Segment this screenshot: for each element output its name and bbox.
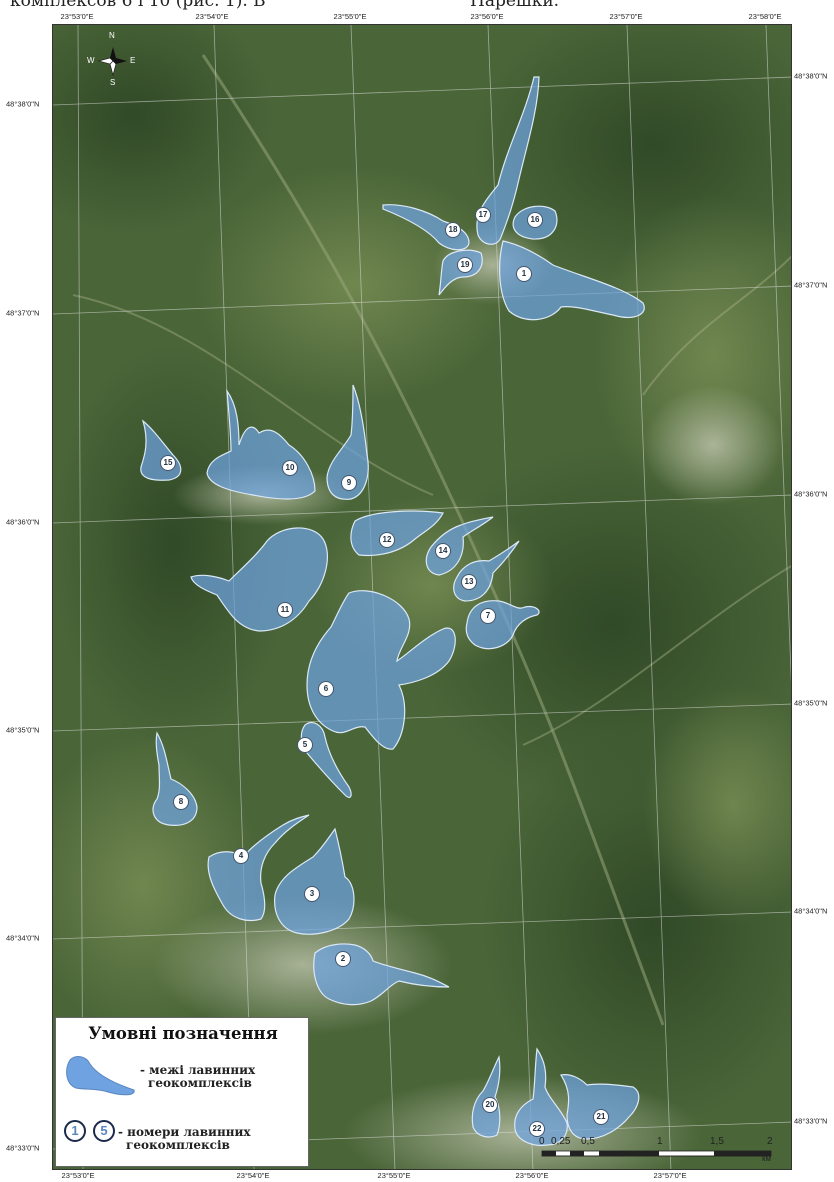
coord-left-label: 48°35'0"N	[6, 725, 40, 735]
legend-item-numbers-line1: - номери лавинних	[118, 1125, 251, 1139]
coord-top-label: 23°56'0"E	[470, 12, 504, 21]
avalanche-number-marker: 5	[297, 737, 313, 753]
compass-s: S	[110, 78, 116, 87]
avalanche-number-marker: 16	[527, 212, 543, 228]
avalanche-zone-20	[471, 1055, 501, 1138]
map-legend: Умовні позначення - межі лавинних геоком…	[55, 1017, 309, 1167]
avalanche-number-marker: 2	[335, 951, 351, 967]
avalanche-zone-12	[350, 510, 444, 557]
coord-left-label: 48°38'0"N	[6, 99, 40, 109]
coord-right-label: 48°33'0"N	[794, 1116, 828, 1126]
legend-item-bounds: - межі лавинних геокомплексів	[140, 1064, 255, 1090]
legend-item-numbers: - номери лавинних геокомплексів	[118, 1126, 251, 1152]
avalanche-number-marker: 9	[341, 475, 357, 491]
coord-left-label: 48°34'0"N	[6, 933, 40, 943]
avalanche-number-marker: 22	[529, 1121, 545, 1137]
legend-title: Умовні позначення	[88, 1024, 278, 1043]
legend-zone-swatch	[66, 1056, 135, 1096]
coord-bottom-label: 23°56'0"E	[515, 1171, 549, 1180]
avalanche-zone-9	[326, 384, 369, 500]
coord-top-label: 23°54'0"E	[195, 12, 229, 21]
legend-number-samples: 1 5	[64, 1120, 115, 1142]
scale-tick-label: 0,5	[581, 1136, 595, 1147]
scale-tick-label: 2	[767, 1136, 773, 1147]
legend-sample-5: 5	[93, 1120, 115, 1142]
coord-right-label: 48°35'0"N	[794, 698, 828, 708]
avalanche-zone-3	[274, 827, 355, 935]
avalanche-number-marker: 7	[480, 608, 496, 624]
coord-bottom-label: 23°57'0"E	[653, 1171, 687, 1180]
legend-sample-1: 1	[64, 1120, 86, 1142]
coord-bottom-label: 23°55'0"E	[377, 1171, 411, 1180]
coord-top-label: 23°57'0"E	[609, 12, 643, 21]
terrain-texture	[53, 25, 791, 1169]
avalanche-zone-21	[560, 1074, 640, 1140]
coord-top-label: 23°58'0"E	[748, 12, 782, 21]
caption-right: Нарешки.	[470, 0, 560, 11]
avalanche-zone-14	[425, 516, 494, 576]
coord-top-label: 23°55'0"E	[333, 12, 367, 21]
avalanche-number-marker: 14	[435, 543, 451, 559]
avalanche-number-marker: 8	[173, 794, 189, 810]
coord-right-label: 48°34'0"N	[794, 906, 828, 916]
scale-tick-label: 0,25	[551, 1136, 571, 1147]
avalanche-number-marker: 1	[516, 266, 532, 282]
compass-e: E	[130, 56, 136, 65]
coord-right-label: 48°38'0"N	[794, 71, 828, 81]
coord-bottom-label: 23°54'0"E	[236, 1171, 270, 1180]
avalanche-number-marker: 17	[475, 207, 491, 223]
avalanche-number-marker: 4	[233, 848, 249, 864]
avalanche-number-marker: 19	[457, 257, 473, 273]
coord-top-label: 23°53'0"E	[60, 12, 94, 21]
scale-tick-label: 0	[539, 1136, 545, 1147]
caption-text-fragment: комплексов 6 і 10 (рис. 1). В Нарешки.	[0, 0, 834, 13]
map-canvas	[53, 25, 791, 1169]
coord-right-label: 48°37'0"N	[794, 280, 828, 290]
scale-bar: 0 0,25 0,5 1 1,5 2 км	[539, 1136, 779, 1166]
coord-bottom-label: 23°53'0"E	[61, 1171, 95, 1180]
coord-left-label: 48°33'0"N	[6, 1143, 40, 1153]
scale-tick-label: 1	[657, 1136, 663, 1147]
legend-item-bounds-line2: геокомплексів	[148, 1076, 252, 1090]
avalanche-number-marker: 11	[277, 602, 293, 618]
avalanche-zone-11	[190, 527, 328, 632]
avalanche-zone-6	[306, 590, 456, 750]
avalanche-number-marker: 3	[304, 886, 320, 902]
compass-w: W	[87, 56, 95, 65]
avalanche-zone-4	[207, 814, 310, 922]
avalanche-zone-22	[514, 1047, 568, 1146]
avalanche-number-marker: 15	[160, 455, 176, 471]
avalanche-number-marker: 20	[482, 1097, 498, 1113]
coord-right-label: 48°36'0"N	[794, 489, 828, 499]
avalanche-number-marker: 18	[445, 222, 461, 238]
compass-n: N	[109, 31, 115, 40]
avalanche-number-marker: 6	[318, 681, 334, 697]
scale-tick-label: 1,5	[710, 1136, 724, 1147]
scale-unit: км	[762, 1154, 771, 1163]
avalanche-number-marker: 10	[282, 460, 298, 476]
avalanche-zone-18	[382, 204, 470, 251]
avalanche-number-marker: 21	[593, 1109, 609, 1125]
caption-left: комплексов 6 і 10 (рис. 1). В	[10, 0, 266, 11]
legend-item-bounds-line1: - межі лавинних	[140, 1063, 256, 1077]
coord-left-label: 48°37'0"N	[6, 308, 40, 318]
coord-left-label: 48°36'0"N	[6, 517, 40, 527]
avalanche-number-marker: 12	[379, 532, 395, 548]
compass-rose	[97, 47, 127, 77]
legend-item-numbers-line2: геокомплексів	[126, 1138, 230, 1152]
avalanche-zone-17	[476, 76, 540, 245]
scale-bar-graphic	[541, 1150, 772, 1157]
avalanche-number-marker: 13	[461, 574, 477, 590]
avalanche-zone-1	[499, 240, 645, 321]
